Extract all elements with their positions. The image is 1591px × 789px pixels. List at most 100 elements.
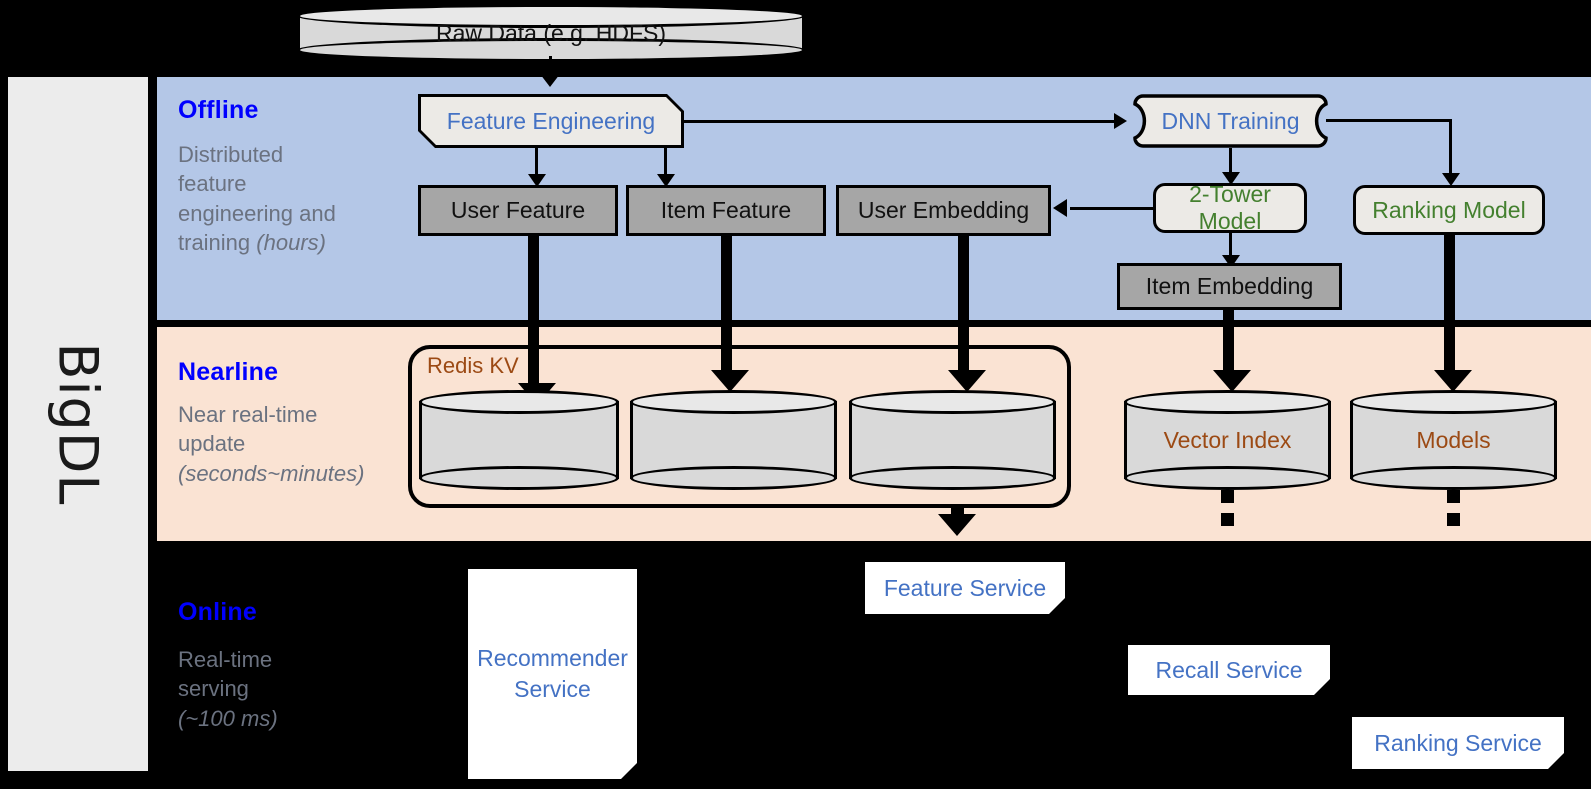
- arrowhead-fe-to-user-feature: [528, 174, 546, 187]
- arrowhead-fe-to-item-feature: [657, 174, 675, 187]
- recommender-service-line1: Recommender: [477, 644, 628, 671]
- arrowhead-fe-to-dnn: [1114, 113, 1127, 129]
- connector-2tower-to-item-embedding: [1229, 233, 1232, 259]
- connector-fe-to-user-feature: [535, 148, 538, 178]
- arrowhead-rawdata-to-fe: [537, 70, 563, 87]
- connector-dnn-to-ranking-h: [1326, 119, 1452, 122]
- kv-store-user-embedding[interactable]: [849, 390, 1056, 490]
- item-feature-box[interactable]: Item Feature: [626, 185, 826, 236]
- item-embedding-box[interactable]: Item Embedding: [1117, 263, 1342, 310]
- redis-kv-container: [408, 345, 1071, 508]
- models-cylinder[interactable]: Models: [1350, 390, 1557, 490]
- ranking-model-label: Ranking Model: [1372, 196, 1526, 223]
- feature-engineering-label: Feature Engineering: [446, 107, 656, 134]
- vector-index-bottom: [1124, 466, 1331, 490]
- raw-data-label: Raw Data (e.g. HDFS): [435, 19, 667, 46]
- two-tower-model-label: 2-Tower Model: [1189, 181, 1271, 234]
- two-tower-model-box[interactable]: 2-Tower Model: [1153, 181, 1307, 234]
- feature-engineering-fill: Feature Engineering: [421, 97, 681, 145]
- arrowhead-pipe-item-embedding: [1213, 370, 1251, 392]
- connector-redis-to-feature-service-stub: [951, 504, 964, 517]
- connector-fe-to-dnn: [684, 120, 1114, 123]
- connector-dnn-to-2tower: [1229, 148, 1232, 176]
- kv2-label: [630, 390, 837, 490]
- models-bottom: [1350, 466, 1557, 490]
- feature-service-doc[interactable]: Feature Service: [865, 562, 1065, 614]
- offline-desc-l2: feature: [178, 171, 247, 197]
- ranking-service-label: Ranking Service: [1374, 729, 1542, 756]
- arrowhead-pipe-ranking-model: [1434, 370, 1472, 392]
- recommender-service-line2: Service: [514, 676, 591, 702]
- stage-desc-online: Real-time serving (~100 ms): [178, 645, 413, 733]
- ranking-model-box[interactable]: Ranking Model: [1353, 185, 1545, 235]
- recommender-service-doc[interactable]: Recommender Service: [468, 569, 637, 779]
- nearline-desc-em: (seconds~minutes): [178, 460, 365, 486]
- arrowhead-pipe-item-feature: [711, 370, 749, 392]
- pipe-user-embedding: [958, 236, 969, 378]
- kv2-top: [630, 390, 837, 414]
- arrowhead-2tower-to-user-embedding: [1053, 199, 1067, 217]
- recommender-service-text: Recommender Service: [469, 643, 636, 705]
- offline-desc-l3: engineering and: [178, 200, 336, 226]
- recall-service-label: Recall Service: [1155, 656, 1303, 683]
- kv1-bottom: [419, 466, 619, 490]
- stage-title-offline: Offline: [178, 96, 259, 124]
- connector-models-stub-1: [1447, 490, 1460, 503]
- models-top: [1350, 390, 1557, 414]
- offline-desc-em: (hours): [256, 229, 326, 255]
- online-desc-l2: serving: [178, 676, 249, 702]
- vector-index-label: Vector Index: [1163, 426, 1292, 453]
- arrowhead-pipe-user-embedding: [948, 370, 986, 392]
- kv-store-user-feature[interactable]: [419, 390, 619, 490]
- arrowhead-dnn-to-ranking: [1442, 173, 1460, 186]
- dnn-training-label: DNN Training: [1161, 107, 1300, 134]
- raw-data-top: [297, 4, 805, 28]
- stage-desc-offline: Distributed feature engineering and trai…: [178, 140, 393, 257]
- vector-index-top: [1124, 390, 1331, 414]
- dnn-training-shape: [1133, 94, 1328, 148]
- kv3-label: [849, 390, 1056, 490]
- vector-index-cylinder[interactable]: Vector Index: [1124, 390, 1331, 490]
- feature-engineering-box[interactable]: Feature Engineering: [418, 94, 684, 148]
- pipe-ranking-model: [1444, 235, 1455, 378]
- kv3-top: [849, 390, 1056, 414]
- arrowhead-dnn-to-2tower: [1222, 172, 1240, 185]
- models-label: Models: [1416, 426, 1491, 453]
- pipe-user-feature: [528, 236, 539, 391]
- offline-desc-l1: Distributed: [178, 142, 284, 167]
- nearline-desc-l2: update: [178, 431, 246, 457]
- kv1-label: [419, 390, 619, 490]
- kv1-top: [419, 390, 619, 414]
- connector-vector-index-stub-1: [1221, 490, 1234, 503]
- dnn-training-box[interactable]: DNN Training: [1133, 94, 1328, 148]
- user-feature-box[interactable]: User Feature: [418, 185, 618, 236]
- connector-dnn-to-ranking-v: [1449, 119, 1452, 177]
- connector-2tower-to-user-embedding: [1070, 207, 1154, 210]
- pipe-item-embedding: [1223, 310, 1234, 378]
- redis-kv-label: Redis KV: [427, 353, 519, 378]
- user-embedding-label: User Embedding: [857, 197, 1030, 223]
- recall-service-doc[interactable]: Recall Service: [1128, 645, 1330, 695]
- connector-models-stub-2: [1447, 513, 1460, 526]
- online-desc-l1: Real-time: [178, 647, 273, 672]
- connector-fe-to-item-feature: [664, 148, 667, 178]
- item-feature-label: Item Feature: [660, 197, 792, 223]
- user-embedding-box[interactable]: User Embedding: [836, 185, 1051, 236]
- kv-store-item-feature[interactable]: [630, 390, 837, 490]
- nearline-desc-l1: Near real-time: [178, 402, 318, 427]
- ranking-service-doc[interactable]: Ranking Service: [1352, 717, 1564, 769]
- feature-service-label: Feature Service: [883, 574, 1047, 601]
- connector-vector-index-stub-2: [1221, 513, 1234, 526]
- kv3-bottom: [849, 466, 1056, 490]
- raw-data-cylinder: Raw Data (e.g. HDFS): [297, 4, 805, 62]
- connector-rawdata-to-fe: [549, 56, 552, 74]
- bigdl-sidebar: BigDL: [8, 77, 148, 771]
- kv2-bottom: [630, 466, 837, 490]
- pipe-item-feature: [721, 236, 732, 378]
- stage-desc-nearline: Near real-time update (seconds~minutes): [178, 400, 413, 488]
- arrowhead-redis-to-feature-service: [938, 514, 976, 536]
- stage-title-online: Online: [178, 598, 257, 626]
- stage-title-nearline: Nearline: [178, 358, 279, 386]
- user-feature-label: User Feature: [450, 197, 586, 223]
